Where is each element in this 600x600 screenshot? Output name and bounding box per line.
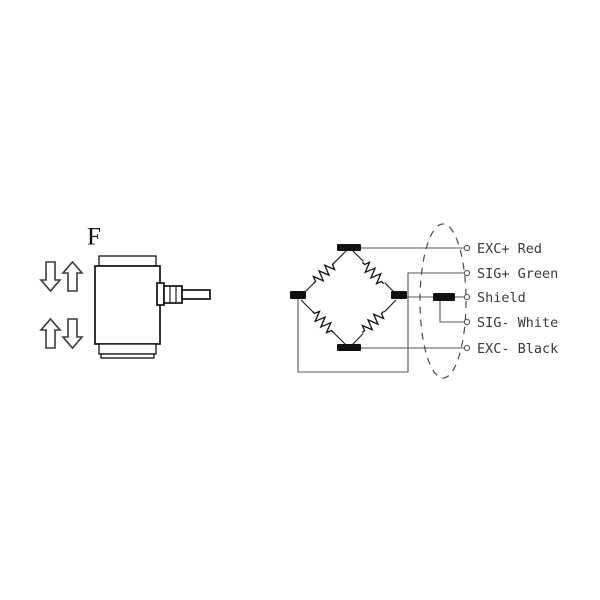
connector-barrel [163, 285, 183, 304]
terminal-label-sig-minus: SIG- White [477, 315, 558, 331]
upper-left-arrow-down-icon [39, 261, 62, 293]
lower-left-arrow-up-icon [39, 317, 62, 349]
cable-jacket-dashed-ellipse [419, 223, 467, 379]
terminal-shield: Shield [463, 290, 526, 306]
bridge-node-right [391, 291, 407, 299]
wire-sig-plus [297, 272, 464, 373]
terminal-label-exc-minus: EXC- Black [477, 341, 558, 357]
bridge-node-bottom [337, 344, 361, 351]
terminal-dot-sig-minus [463, 318, 471, 326]
resistor-r4 [357, 306, 389, 338]
terminal-exc-minus: EXC- Black [463, 341, 558, 357]
bridge-node-left [290, 291, 306, 299]
terminal-dot-exc-minus [463, 344, 471, 352]
connector-collar [156, 282, 165, 306]
terminal-sig-minus: SIG- White [463, 315, 558, 331]
terminal-label-shield: Shield [477, 290, 526, 306]
resistor-r1 [308, 257, 340, 289]
terminal-dot-sig-plus [463, 269, 471, 277]
bridge-node-top [337, 244, 361, 251]
wheatstone-bridge-circuit: EXC+ Red SIG+ Green Shield SIG- White EX… [290, 223, 558, 379]
load-cell-bottom-flange [98, 343, 157, 355]
resistor-r3 [307, 306, 339, 338]
wire-sig-minus [398, 296, 464, 323]
load-cell-bottom-lip [100, 353, 155, 359]
shield-bar-icon [433, 293, 455, 301]
terminal-dot-exc-plus [463, 244, 471, 252]
upper-right-arrow-up-icon [61, 260, 84, 292]
resistor-r2 [357, 257, 389, 289]
load-cell-body [94, 265, 161, 345]
terminal-label-exc-plus: EXC+ Red [477, 241, 542, 257]
lower-right-arrow-down-icon [61, 318, 84, 350]
load-cell-illustration: F [39, 224, 211, 359]
force-label: F [87, 224, 101, 251]
load-cell-top-flange [98, 255, 157, 267]
connector-cable-stub [181, 289, 211, 300]
terminal-dot-shield [463, 293, 471, 301]
terminal-label-sig-plus: SIG+ Green [477, 266, 558, 282]
terminal-sig-plus: SIG+ Green [463, 266, 558, 282]
terminal-exc-plus: EXC+ Red [463, 241, 542, 257]
